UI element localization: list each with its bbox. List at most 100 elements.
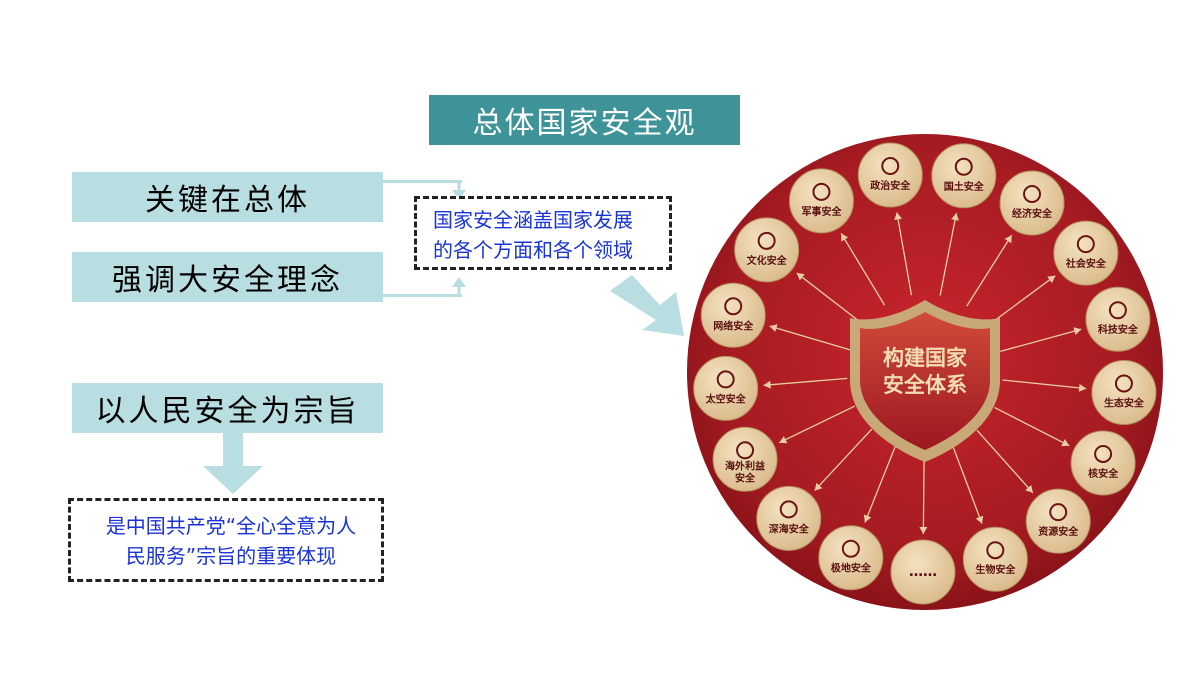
spoke-arrowhead (1025, 484, 1033, 493)
tiananmen-icon (881, 157, 900, 176)
node-label: …… (909, 564, 937, 580)
spoke-arrow (778, 405, 856, 444)
node-label: 生态安全 (1104, 396, 1145, 409)
security-node: 经济安全 (999, 170, 1065, 236)
center-label-line1: 构建国家 (883, 346, 968, 370)
security-node: 文化安全 (734, 217, 800, 283)
spoke-arrowhead (1004, 235, 1012, 244)
spoke-arrow (769, 325, 851, 351)
connector-top (383, 180, 462, 183)
spoke-arrowhead (841, 233, 849, 242)
security-node: 政治安全 (857, 142, 923, 208)
center-shield: 构建国家 安全体系 (850, 300, 1000, 462)
spoke-arrowhead (894, 212, 903, 221)
node-label: 极地安全 (831, 562, 872, 575)
dna-icon (986, 541, 1005, 560)
note-line: 的各个方面和各个领域 (433, 238, 633, 262)
spoke-arrowhead (1078, 383, 1087, 392)
node-label: 政治安全 (870, 179, 911, 192)
node-label: 资源安全 (1038, 525, 1079, 538)
security-node: 国土安全 (931, 143, 997, 209)
spoke-arrow (763, 377, 848, 386)
china-map-icon (954, 157, 973, 176)
note-line: 民服务”宗旨的重要体现 (125, 544, 337, 568)
spoke-arrow (987, 275, 1056, 327)
security-node: 极地安全 (818, 525, 884, 591)
security-node: 网络安全 (700, 282, 766, 348)
anchor-icon (779, 500, 798, 519)
key-point-bar-2: 强调大安全理念 (72, 252, 383, 302)
node-label: 军事安全 (801, 205, 842, 218)
node-label: 太空安全 (705, 392, 747, 405)
radiation-icon (1094, 444, 1113, 463)
node-label: 网络安全 (713, 319, 754, 332)
atom-icon (1108, 301, 1127, 320)
node-disc (890, 539, 956, 605)
spoke-arrowhead (814, 482, 823, 491)
spoke-arrow (976, 429, 1034, 494)
security-node: 生态安全 (1091, 359, 1157, 425)
mountain-icon (841, 539, 860, 558)
connector-bottom (383, 294, 462, 297)
people-icon (1076, 235, 1095, 254)
node-label: 安全 (735, 471, 756, 484)
spoke-arrowhead (796, 273, 805, 281)
spoke-arrow (922, 449, 925, 534)
security-node: …… (890, 539, 956, 605)
spoke-arrowhead (1061, 438, 1070, 447)
books-icon (757, 231, 776, 250)
jet-icon (812, 182, 831, 201)
spoke-arrow (966, 234, 1013, 307)
spoke-arrow (994, 406, 1070, 447)
key-point-bar-1: 关键在总体 (72, 172, 383, 222)
yuan-house-icon (1023, 185, 1042, 204)
security-node: 生物安全 (962, 526, 1028, 592)
spoke-arrowhead (779, 436, 788, 444)
satellite-icon (716, 370, 735, 389)
node-disc (734, 217, 800, 283)
note-box-coverage: 国家安全涵盖国家发展 的各个方面和各个领域 (414, 196, 672, 270)
security-node: 军事安全 (788, 168, 854, 234)
shield-inner (860, 312, 990, 450)
security-node: 太空安全 (693, 355, 759, 421)
security-node: 核安全 (1070, 430, 1136, 496)
node-label: 海外利益 (725, 459, 765, 472)
spoke-arrowhead (763, 380, 771, 389)
network-globe-icon (724, 297, 743, 316)
spoke-arrow (840, 233, 886, 306)
spoke-arrowhead (1073, 327, 1082, 335)
spoke-arrow (939, 212, 958, 296)
security-node: 科技安全 (1085, 286, 1151, 352)
security-node: 社会安全 (1053, 220, 1119, 286)
spoke-arrowhead (863, 514, 872, 523)
spoke-arrow (896, 212, 913, 296)
node-label: 科技安全 (1098, 323, 1139, 336)
leaf-icon (1114, 374, 1133, 393)
node-label: 文化安全 (747, 254, 788, 267)
spoke-arrow (864, 444, 897, 523)
node-label: 经济安全 (1012, 207, 1053, 220)
spoke-arrowhead (951, 213, 959, 221)
spoke-arrow (1000, 328, 1082, 353)
spoke-arrow (1002, 379, 1087, 390)
spoke-arrowhead (919, 526, 928, 534)
spoke-arrow (951, 444, 983, 524)
page-title: 总体国家安全观 (429, 95, 740, 145)
spoke-arrow (814, 428, 873, 492)
node-label: 深海安全 (769, 522, 810, 535)
globe-icon (736, 441, 755, 460)
node-label: 核安全 (1088, 467, 1119, 480)
spoke-arrow (796, 272, 864, 325)
security-node: 深海安全 (756, 485, 822, 551)
spoke-arrowhead (1047, 275, 1056, 284)
spoke-arrowhead (975, 515, 984, 524)
node-label: 社会安全 (1065, 257, 1107, 270)
gem-icon (1049, 503, 1068, 522)
key-point-bar-3: 以人民安全为宗旨 (72, 383, 383, 433)
center-label-line2: 安全体系 (883, 373, 967, 397)
node-label: 生物安全 (975, 563, 1016, 576)
node-label: 国土安全 (944, 180, 985, 193)
note-line: 是中国共产党“全心全意为人 (105, 514, 357, 538)
